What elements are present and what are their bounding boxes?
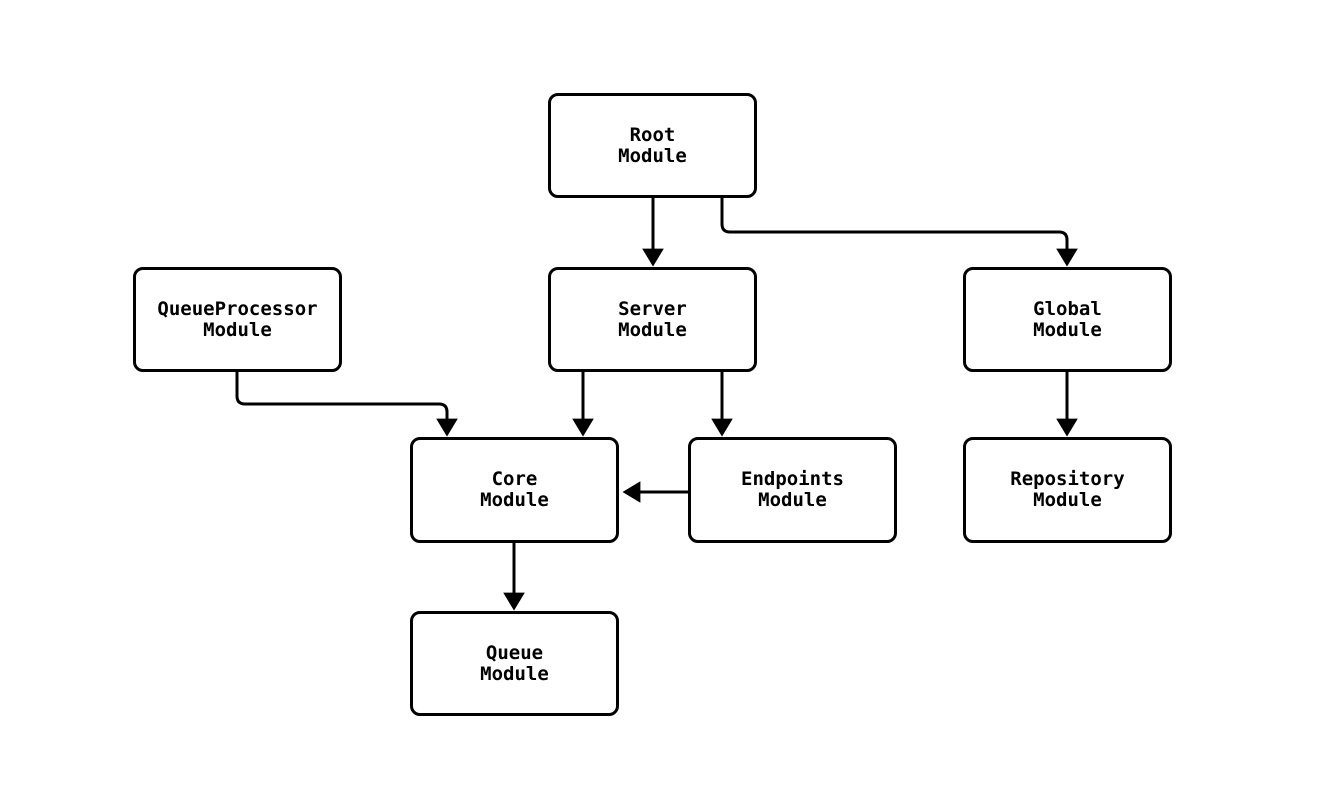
node-endpoints-module-label: Endpoints Module [741,468,844,511]
node-root-module-label: Root Module [618,123,687,167]
node-repository-module: Repository Module [963,437,1172,543]
node-queue-module-label: Queue Module [480,641,549,685]
node-endpoints-module: Endpoints Module [688,437,897,543]
node-server-module: Server Module [548,267,757,372]
edge-queue_processor-to-core [235,372,458,437]
node-repository-module-label: Repository Module [1010,468,1125,511]
node-queue-processor-module: QueueProcessor Module [133,267,342,372]
node-global-module: Global Module [963,267,1172,372]
node-queue-module: Queue Module [410,611,619,716]
node-global-module-label: Global Module [1033,297,1102,341]
edge-root-to-global [720,198,1078,267]
node-queue-processor-module-label: QueueProcessor Module [157,297,318,341]
node-root-module: Root Module [548,93,757,198]
node-server-module-label: Server Module [618,297,687,341]
node-core-module: Core Module [410,437,619,543]
node-core-module-label: Core Module [480,468,549,511]
